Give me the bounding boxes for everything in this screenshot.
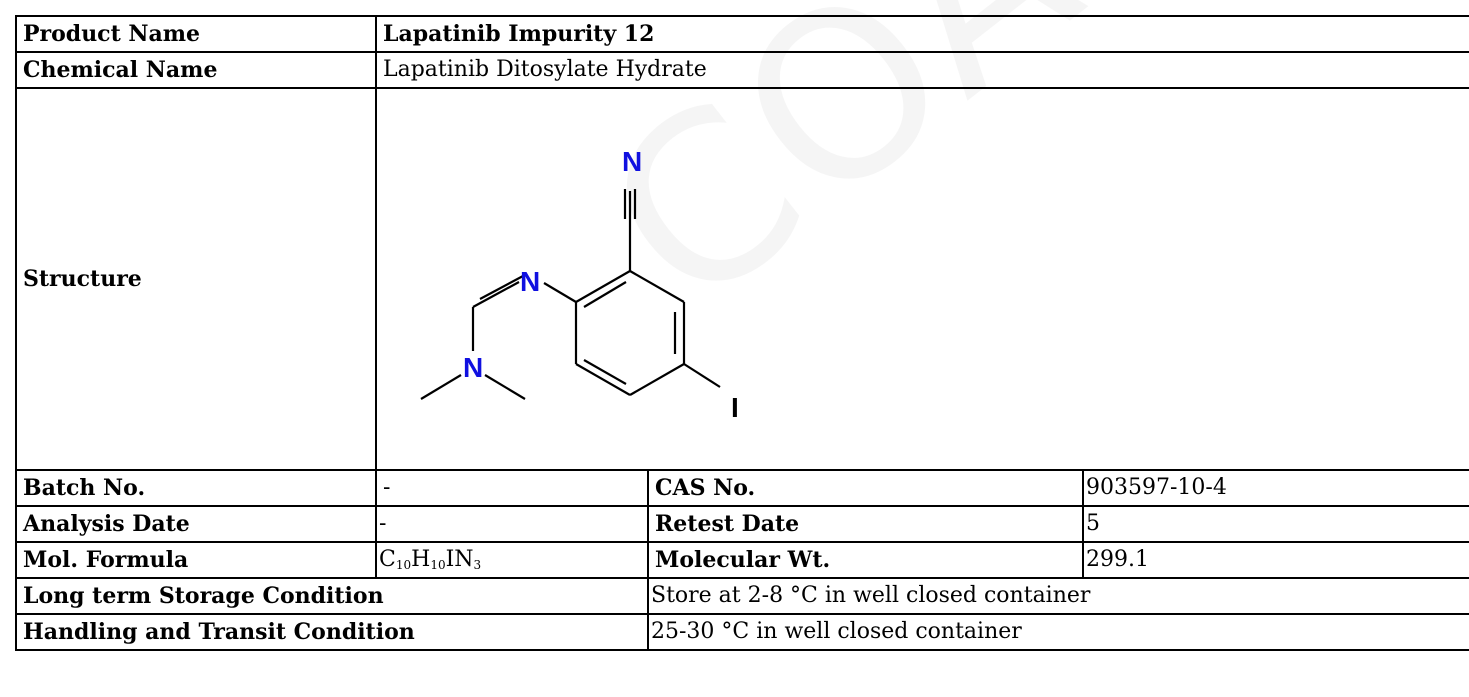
coa-table: Product Name Lapatinib Impurity 12 Chemi…: [15, 15, 1469, 651]
batch-no-value: -: [375, 469, 649, 507]
analysis-date-value: -: [375, 505, 649, 543]
handling-value: 25-30 °C in well closed container: [646, 613, 1469, 651]
row-batch-cas: Batch No. - CAS No. 903597-10-4: [15, 469, 1469, 507]
structure-label: Structure: [15, 87, 377, 471]
formula-n-count: 3: [473, 557, 482, 572]
chemical-name-label: Chemical Name: [15, 51, 377, 89]
chemical-name-value: Lapatinib Ditosylate Hydrate: [374, 51, 1469, 89]
formula-c: C: [379, 546, 396, 572]
formula-c-count: 10: [395, 557, 412, 572]
formula-h: H: [411, 546, 431, 572]
atom-n-amine: N: [463, 352, 483, 383]
row-handling: Handling and Transit Condition 25-30 °C …: [15, 613, 1469, 651]
atom-iodine: I: [731, 392, 739, 423]
row-chemical-name: Chemical Name Lapatinib Ditosylate Hydra…: [15, 51, 1469, 89]
product-name-value: Lapatinib Impurity 12: [374, 15, 1469, 53]
product-name-label: Product Name: [15, 15, 377, 53]
molecular-wt-value: 299.1: [1081, 541, 1469, 579]
row-product-name: Product Name Lapatinib Impurity 12: [15, 15, 1469, 53]
row-dates: Analysis Date - Retest Date 5: [15, 505, 1469, 543]
atom-n-imine: N: [520, 266, 540, 297]
structure-bonds: [420, 189, 721, 400]
structure-atoms: N N N I: [463, 146, 739, 423]
retest-date-value: 5: [1081, 505, 1469, 543]
analysis-date-label: Analysis Date: [15, 505, 377, 543]
atom-n-nitrile: N: [622, 146, 642, 177]
handling-label: Handling and Transit Condition: [15, 613, 649, 651]
mol-formula-value: C10H10IN3: [375, 541, 649, 579]
storage-label: Long term Storage Condition: [15, 577, 649, 615]
cas-no-label: CAS No.: [647, 469, 1084, 507]
retest-date-label: Retest Date: [647, 505, 1084, 543]
formula-n: N: [454, 546, 474, 572]
row-formula-weight: Mol. Formula C10H10IN3 Molecular Wt. 299…: [15, 541, 1469, 579]
row-structure: Structure: [15, 87, 1469, 471]
storage-value: Store at 2-8 °C in well closed container: [646, 577, 1469, 615]
cas-no-value: 903597-10-4: [1081, 469, 1469, 507]
batch-no-label: Batch No.: [15, 469, 377, 507]
molecular-wt-label: Molecular Wt.: [647, 541, 1084, 579]
structure-image: N N N I: [420, 146, 739, 423]
formula-h-count: 10: [430, 557, 446, 572]
structure-cell: N N N I: [374, 87, 1469, 471]
formula-i: I: [445, 546, 455, 572]
mol-formula-label: Mol. Formula: [15, 541, 377, 579]
row-storage: Long term Storage Condition Store at 2-8…: [15, 577, 1469, 615]
